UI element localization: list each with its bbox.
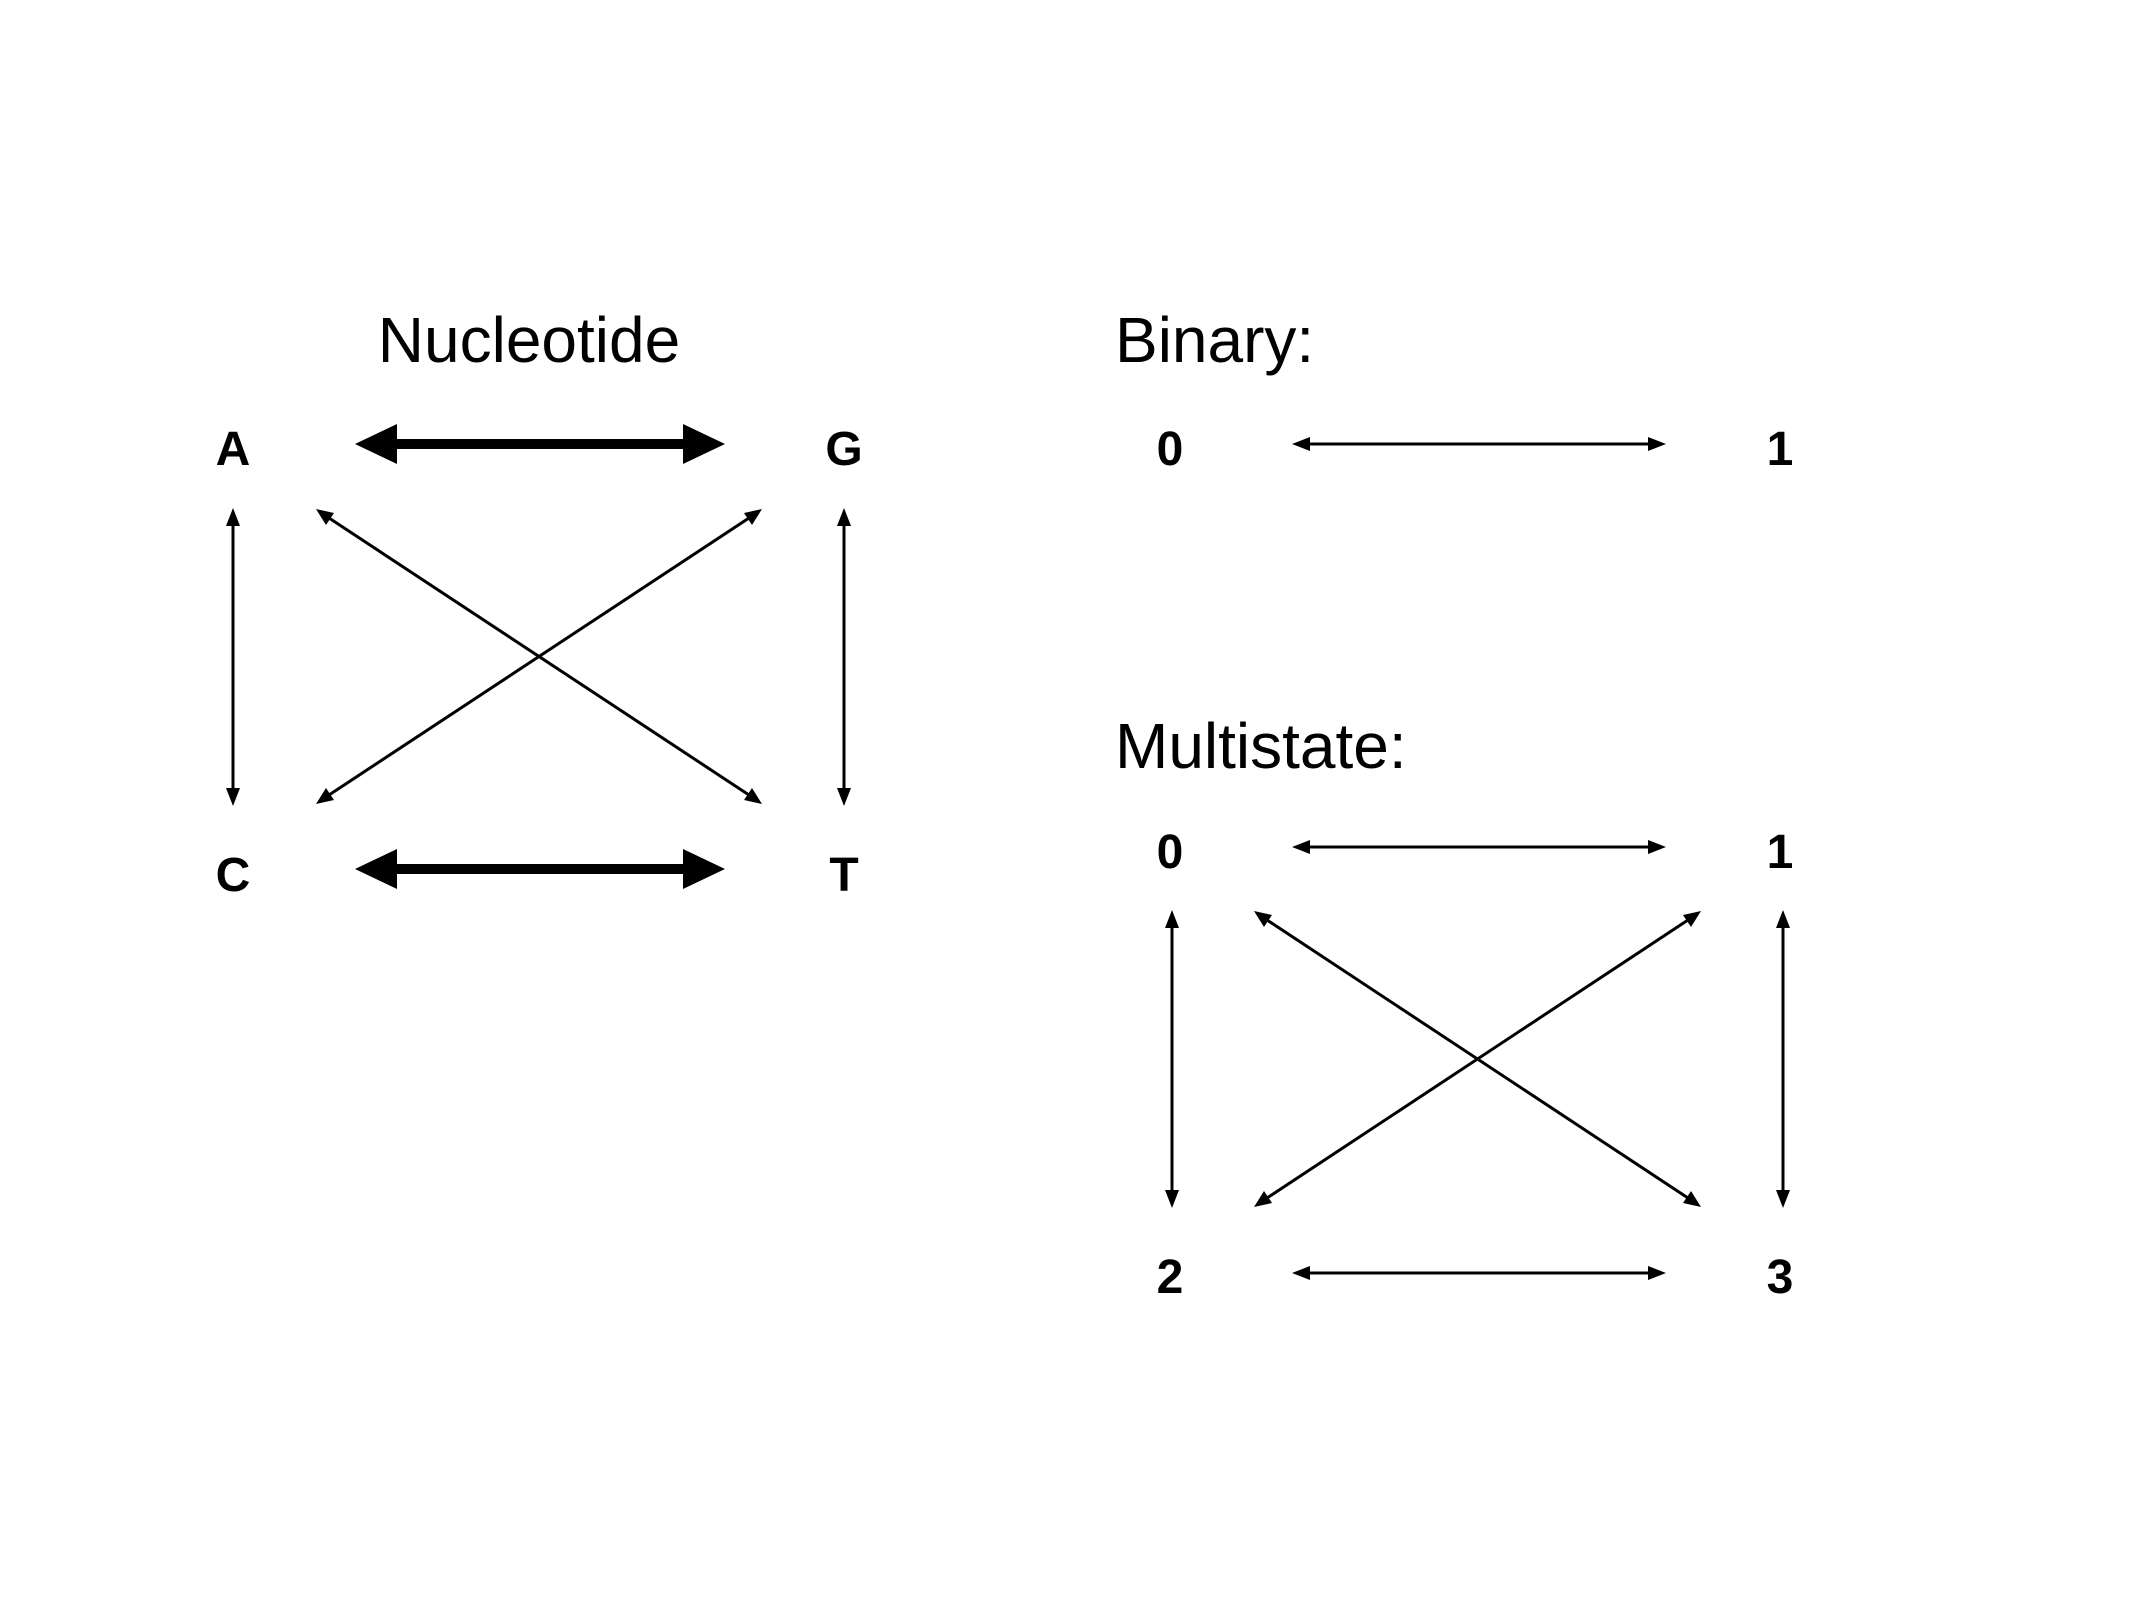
arrow-multi-2-3: [1292, 1266, 1666, 1280]
arrow-multi-1-2: [1254, 911, 1701, 1207]
binary-node-0: 0: [1157, 423, 1184, 476]
nucleotide-panel: Nucleotide A G C T: [216, 304, 863, 902]
arrow-g-c: [316, 509, 762, 804]
multistate-node-0: 0: [1157, 826, 1184, 879]
arrow-multi-1-3: [1776, 910, 1790, 1208]
multistate-title: Multistate:: [1115, 710, 1407, 782]
arrow-multi-0-2: [1165, 910, 1179, 1208]
multistate-node-3: 3: [1767, 1251, 1794, 1304]
arrow-multi-0-1: [1292, 840, 1666, 854]
binary-panel: Binary: 0 1: [1115, 304, 1793, 476]
multistate-panel: Multistate: 0 1 2 3: [1115, 710, 1793, 1304]
arrow-binary-0-1: [1292, 437, 1666, 451]
arrow-g-t: [837, 508, 851, 806]
arrow-a-g: [355, 424, 725, 464]
binary-node-1: 1: [1767, 423, 1794, 476]
node-c: C: [216, 849, 251, 902]
multistate-node-1: 1: [1767, 826, 1794, 879]
arrow-c-t: [355, 849, 725, 889]
node-t: T: [829, 849, 858, 902]
multistate-node-2: 2: [1157, 1251, 1184, 1304]
binary-title: Binary:: [1115, 304, 1314, 376]
node-g: G: [825, 423, 862, 476]
node-a: A: [216, 423, 251, 476]
arrow-a-c: [226, 508, 240, 806]
nucleotide-title: Nucleotide: [378, 304, 680, 376]
